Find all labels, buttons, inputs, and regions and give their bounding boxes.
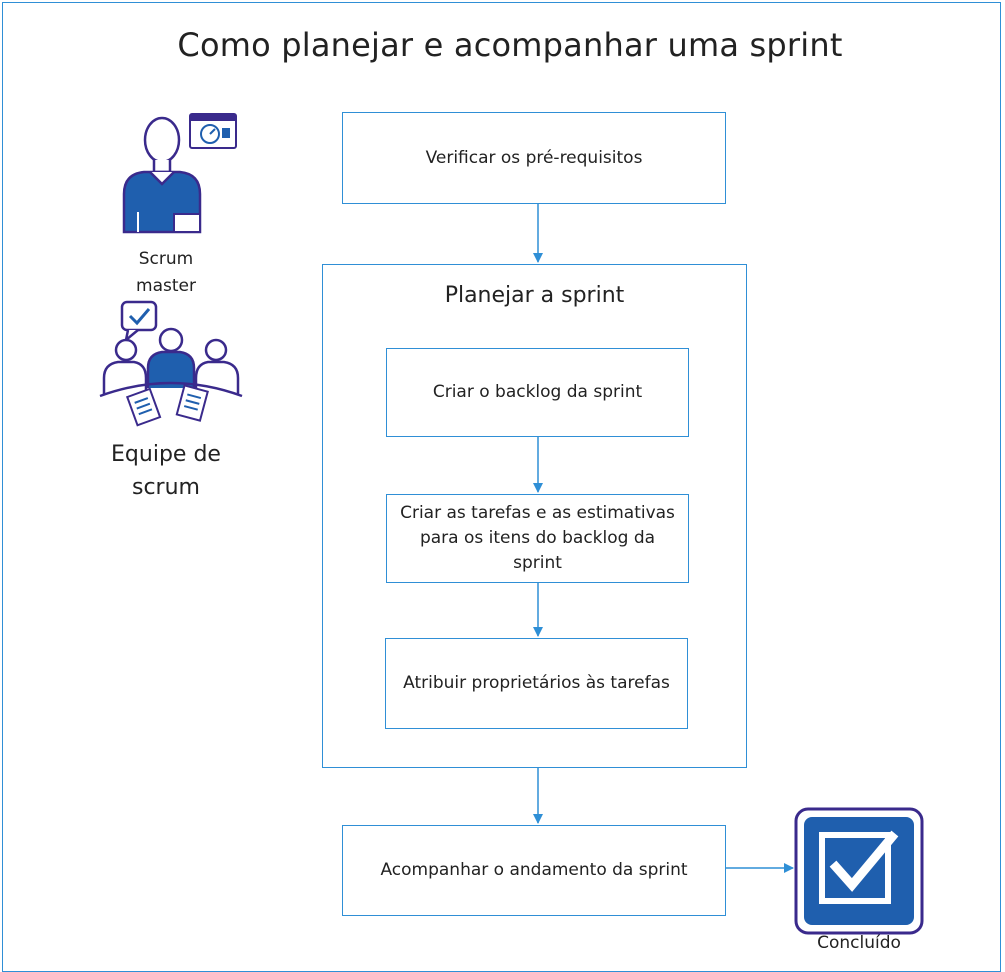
scrum-team-label-line2: scrum xyxy=(132,475,200,500)
plan-sprint-title: Planejar a sprint xyxy=(444,283,625,308)
create-tasks-label: Criar as tarefas e as estimativas para o… xyxy=(400,503,675,573)
diagram-title: Como planejar e acompanhar uma sprint xyxy=(177,26,843,64)
create-backlog-label: Criar o backlog da sprint xyxy=(432,382,643,402)
create-tasks-box: Criar as tarefas e as estimativas para o… xyxy=(386,494,689,583)
checkbox-checked-icon xyxy=(794,807,924,935)
verify-prerequisites-box: Verificar os pré-requisitos xyxy=(342,112,726,204)
scrum-master-person-icon xyxy=(122,113,237,234)
assign-owners-label: Atribuir proprietários às tarefas xyxy=(403,673,670,693)
track-progress-label: Acompanhar o andamento da sprint xyxy=(380,860,688,880)
scrum-team-label-line1: Equipe de xyxy=(111,442,221,467)
scrum-master-label: Scrum master xyxy=(118,246,214,300)
track-progress-box: Acompanhar o andamento da sprint xyxy=(342,825,726,916)
scrum-master-label-line1: Scrum xyxy=(138,249,194,269)
scrum-team-meeting-icon xyxy=(99,300,243,427)
done-label: Concluído xyxy=(817,933,901,953)
scrum-master-label-line2: master xyxy=(136,276,196,296)
verify-prerequisites-label: Verificar os pré-requisitos xyxy=(425,147,643,168)
scrum-team-label: Equipe de scrum xyxy=(104,438,228,504)
create-backlog-box: Criar o backlog da sprint xyxy=(386,348,689,437)
assign-owners-box: Atribuir proprietários às tarefas xyxy=(385,638,688,729)
